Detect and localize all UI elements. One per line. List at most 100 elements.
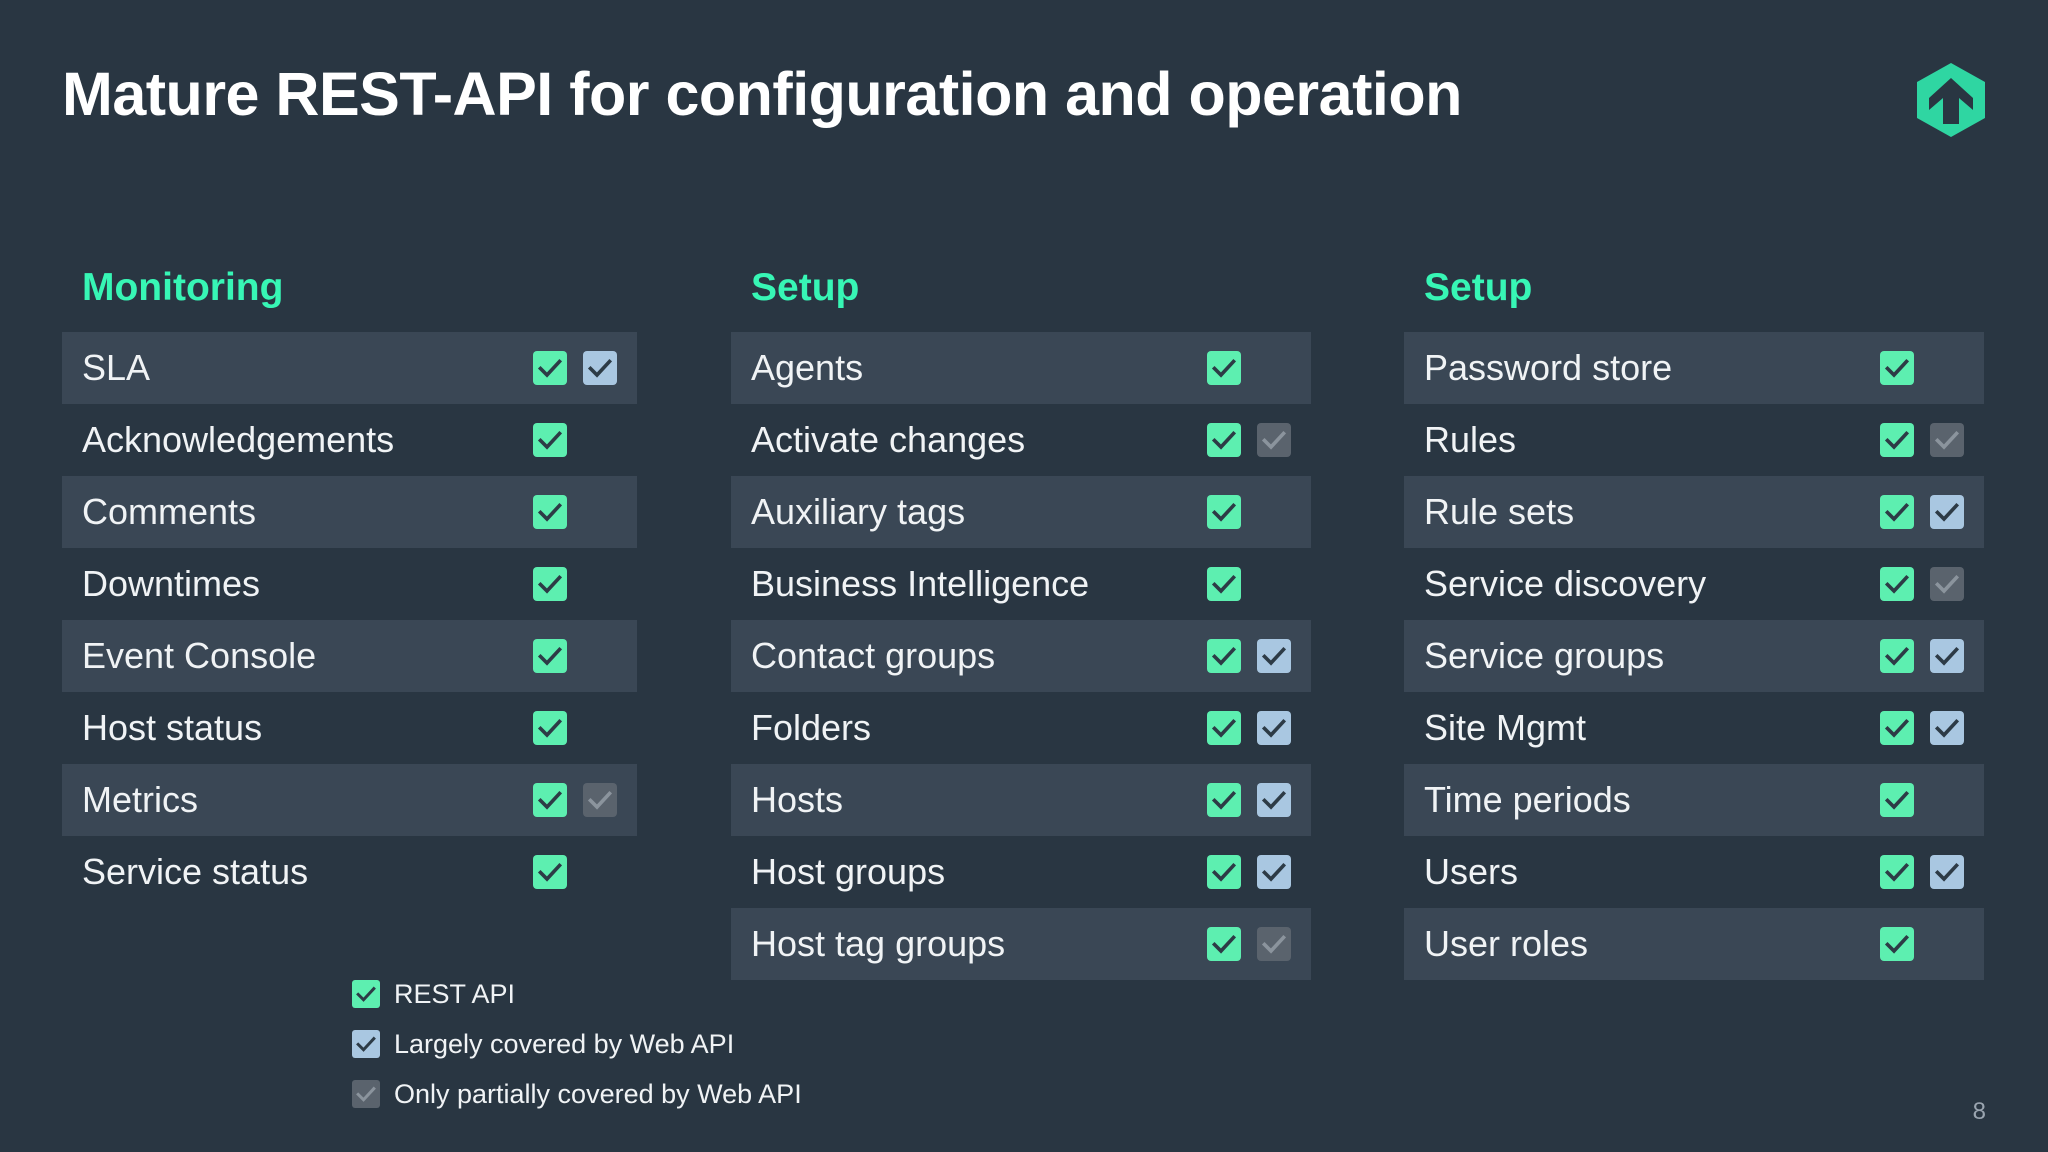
checkbox-green-icon: [1207, 711, 1241, 745]
table-row: Agents: [731, 332, 1311, 404]
row-label: Time periods: [1424, 779, 1631, 820]
column-heading: Setup: [1424, 266, 1533, 309]
row-label: Contact groups: [751, 635, 996, 676]
checkbox-green-icon: [1207, 351, 1241, 385]
row-marks: [1880, 783, 1964, 817]
checkbox-blue-icon: [1257, 783, 1291, 817]
checkbox-blue-icon: [1930, 639, 1964, 673]
row-label: Downtimes: [82, 563, 261, 604]
checkbox-gray-icon: [1930, 567, 1964, 601]
table-row: Auxiliary tags: [731, 476, 1311, 548]
row-marks: [533, 423, 617, 457]
mark-placeholder: [1930, 927, 1964, 961]
mark-placeholder: [583, 423, 617, 457]
row-label: Host status: [82, 707, 263, 748]
row-label: Host tag groups: [751, 923, 1006, 964]
checkbox-green-icon: [533, 567, 567, 601]
table-row: Service groups: [1404, 620, 1984, 692]
row-label: Site Mgmt: [1424, 707, 1587, 748]
checkbox-gray-icon: [352, 1080, 380, 1108]
checkbox-green-icon: [533, 783, 567, 817]
checkbox-green-icon: [1207, 495, 1241, 529]
table-row: Acknowledgements: [62, 404, 637, 476]
mark-placeholder: [583, 639, 617, 673]
legend-item: Largely covered by Web API: [352, 1030, 802, 1058]
checkbox-green-icon: [533, 855, 567, 889]
mark-placeholder: [1930, 351, 1964, 385]
row-marks: [1880, 639, 1964, 673]
legend-item: Only partially covered by Web API: [352, 1080, 802, 1108]
row-label: Folders: [751, 707, 872, 748]
table-row: Service discovery: [1404, 548, 1984, 620]
checkbox-blue-icon: [1930, 711, 1964, 745]
table-row: SLA: [62, 332, 637, 404]
row-marks: [1207, 927, 1291, 961]
checkbox-gray-icon: [583, 783, 617, 817]
checkbox-green-icon: [352, 980, 380, 1008]
checkbox-blue-icon: [1930, 495, 1964, 529]
table-row: Service status: [62, 836, 637, 908]
mark-placeholder: [1257, 351, 1291, 385]
row-marks: [1207, 639, 1291, 673]
mark-placeholder: [583, 495, 617, 529]
checkbox-green-icon: [1880, 711, 1914, 745]
checkbox-green-icon: [1880, 783, 1914, 817]
row-marks: [1207, 351, 1291, 385]
checkbox-blue-icon: [1257, 711, 1291, 745]
row-label: Activate changes: [751, 419, 1026, 460]
row-marks: [1880, 711, 1964, 745]
row-marks: [1207, 423, 1291, 457]
row-marks: [1880, 495, 1964, 529]
row-marks: [533, 639, 617, 673]
page-title: Mature REST-API for configuration and op…: [62, 60, 1462, 128]
table-row: Activate changes: [731, 404, 1311, 476]
row-label: Hosts: [751, 779, 844, 820]
row-marks: [1880, 423, 1964, 457]
mark-placeholder: [583, 855, 617, 889]
checkbox-blue-icon: [1257, 639, 1291, 673]
table-row: Business Intelligence: [731, 548, 1311, 620]
checkbox-blue-icon: [583, 351, 617, 385]
row-label: Auxiliary tags: [751, 491, 966, 532]
checkbox-green-icon: [533, 639, 567, 673]
table-row: User roles: [1404, 908, 1984, 980]
checkbox-green-icon: [1880, 423, 1914, 457]
row-marks: [1880, 351, 1964, 385]
row-label: Users: [1424, 851, 1519, 892]
row-marks: [1880, 567, 1964, 601]
table-row: Time periods: [1404, 764, 1984, 836]
mark-placeholder: [583, 711, 617, 745]
row-marks: [533, 495, 617, 529]
column-heading: Setup: [751, 266, 860, 309]
row-marks: [1207, 783, 1291, 817]
checkbox-green-icon: [1880, 927, 1914, 961]
checkbox-green-icon: [1207, 567, 1241, 601]
row-label: Host groups: [751, 851, 946, 892]
row-label: Rules: [1424, 419, 1517, 460]
checkbox-green-icon: [1207, 639, 1241, 673]
checkbox-green-icon: [1880, 855, 1914, 889]
row-label: Agents: [751, 347, 864, 388]
row-label: Event Console: [82, 635, 317, 676]
row-marks: [1880, 927, 1964, 961]
table-row: Hosts: [731, 764, 1311, 836]
table-row: Contact groups: [731, 620, 1311, 692]
row-marks: [1207, 855, 1291, 889]
legend-label: Only partially covered by Web API: [394, 1078, 802, 1109]
checkbox-green-icon: [533, 711, 567, 745]
row-marks: [533, 567, 617, 601]
legend-label: Largely covered by Web API: [394, 1028, 735, 1059]
row-marks: [533, 783, 617, 817]
mark-placeholder: [1257, 567, 1291, 601]
table-row: Password store: [1404, 332, 1984, 404]
row-label: SLA: [82, 347, 151, 388]
row-label: Rule sets: [1424, 491, 1575, 532]
page-number: 8: [1972, 1098, 1986, 1125]
row-label: Metrics: [82, 779, 198, 820]
